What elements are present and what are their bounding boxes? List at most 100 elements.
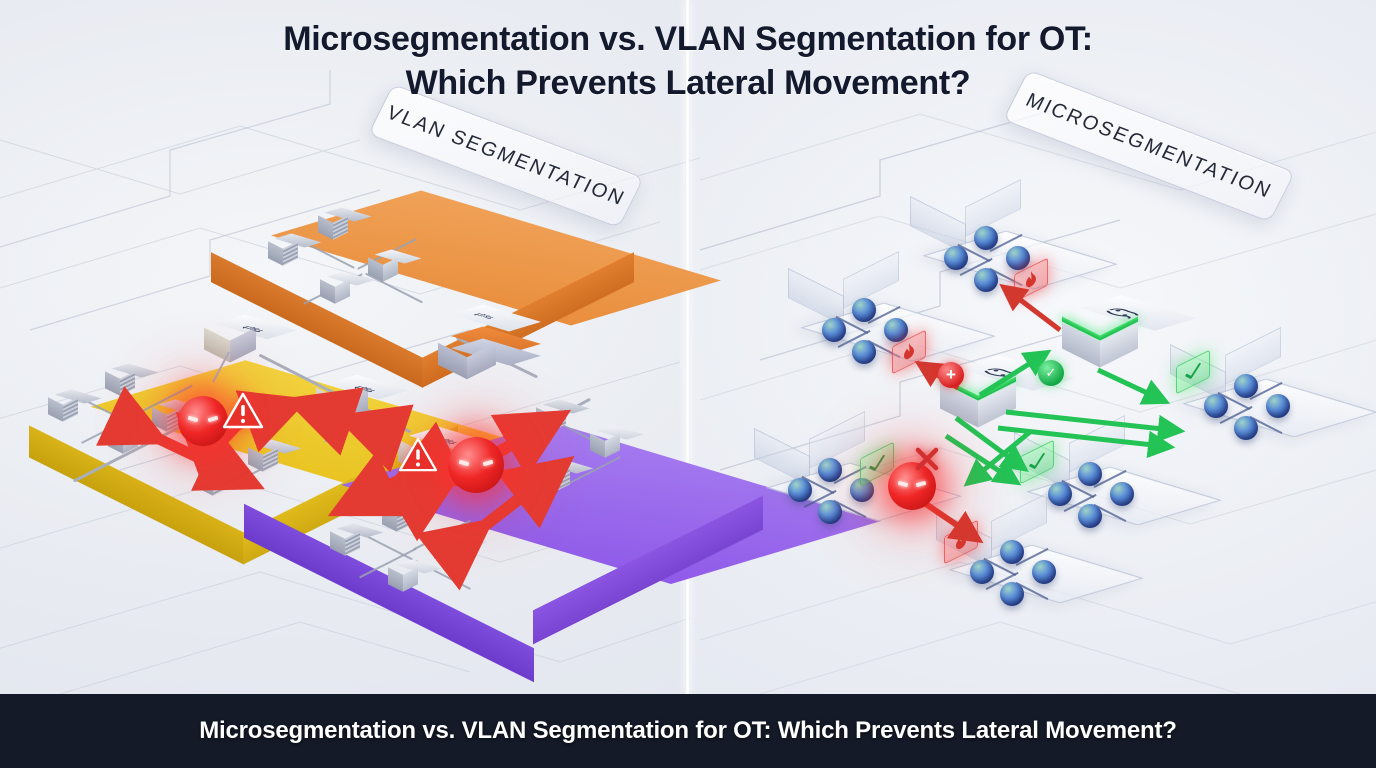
server-node[interactable] bbox=[318, 206, 372, 250]
node-right-face bbox=[397, 507, 412, 532]
pod-bottom[interactable] bbox=[934, 493, 1144, 638]
pod-node-sphere[interactable] bbox=[974, 226, 998, 250]
node-right-face bbox=[605, 433, 620, 458]
flame-icon bbox=[1026, 271, 1036, 288]
pod-node-sphere[interactable] bbox=[852, 298, 876, 322]
node-left-face bbox=[268, 241, 283, 266]
node-left-face bbox=[152, 407, 167, 432]
node-left-face bbox=[434, 541, 449, 566]
server-node[interactable] bbox=[382, 498, 436, 542]
flame-icon bbox=[956, 533, 966, 550]
warning-purple-zone bbox=[398, 437, 438, 473]
block-x-marker bbox=[914, 446, 940, 472]
pod-node-sphere[interactable] bbox=[852, 340, 876, 364]
node-left-face bbox=[536, 407, 551, 432]
server-node[interactable] bbox=[268, 232, 322, 276]
node-left-face bbox=[320, 279, 335, 304]
pod-node-sphere[interactable] bbox=[1006, 246, 1030, 270]
title-line-2: Which Prevents Lateral Movement? bbox=[405, 63, 971, 102]
threat-eye-left bbox=[897, 480, 908, 488]
server-node[interactable] bbox=[330, 522, 384, 566]
server-node[interactable] bbox=[590, 424, 644, 468]
node-left-face bbox=[368, 257, 383, 282]
node-left-face bbox=[388, 567, 403, 592]
caption-text: Microsegmentation vs. VLAN Segmentation … bbox=[199, 717, 1177, 744]
allow-check-icon bbox=[1029, 452, 1045, 469]
deny-marker[interactable]: + bbox=[938, 362, 964, 388]
node-left-face bbox=[540, 467, 555, 492]
node-left-face bbox=[198, 471, 213, 496]
pod-node-sphere[interactable] bbox=[1078, 462, 1102, 486]
pod-node-sphere[interactable] bbox=[884, 318, 908, 342]
server-node[interactable] bbox=[434, 532, 488, 576]
node-right-face bbox=[333, 215, 348, 240]
threat-eye-right bbox=[482, 459, 494, 466]
pod-node-sphere[interactable] bbox=[818, 458, 842, 482]
pod-node-sphere[interactable] bbox=[822, 318, 846, 342]
server-node[interactable] bbox=[48, 388, 102, 432]
pod-node-sphere[interactable] bbox=[1234, 374, 1258, 398]
server-node[interactable] bbox=[388, 558, 442, 602]
node-left-face bbox=[330, 531, 345, 556]
pod-node-sphere[interactable] bbox=[1204, 394, 1228, 418]
panel-divider bbox=[685, 0, 690, 694]
policy-hub-upper[interactable] bbox=[1062, 292, 1197, 388]
node-left-face bbox=[108, 429, 123, 454]
core-switch-upper[interactable]: ⇄⇆ bbox=[204, 312, 297, 383]
server-node[interactable] bbox=[248, 438, 302, 482]
server-node[interactable] bbox=[536, 398, 590, 442]
pod-node-sphere[interactable] bbox=[1234, 416, 1258, 440]
node-right-face bbox=[123, 429, 138, 454]
caption-bar: Microsegmentation vs. VLAN Segmentation … bbox=[0, 694, 1376, 768]
node-right-face bbox=[449, 541, 464, 566]
node-right-face bbox=[335, 279, 350, 304]
threat-eye-left bbox=[187, 415, 199, 423]
pod-node-sphere[interactable] bbox=[970, 560, 994, 584]
pod-node-sphere[interactable] bbox=[1032, 560, 1056, 584]
title-line-1: Microsegmentation vs. VLAN Segmentation … bbox=[283, 20, 1093, 58]
pod-node-sphere[interactable] bbox=[1048, 482, 1072, 506]
pod-node-sphere[interactable] bbox=[788, 478, 812, 502]
pod-node-sphere[interactable] bbox=[1000, 582, 1024, 606]
threat-eye-left bbox=[458, 459, 470, 466]
node-right-face bbox=[551, 407, 566, 432]
server-node[interactable] bbox=[198, 462, 252, 506]
node-right-face bbox=[403, 567, 418, 592]
page-title: Microsegmentation vs. VLAN Segmentation … bbox=[0, 18, 1376, 105]
node-left-face bbox=[590, 433, 605, 458]
node-right-face bbox=[345, 531, 360, 556]
server-node[interactable] bbox=[108, 420, 162, 464]
node-left-face bbox=[382, 507, 397, 532]
pod-node-sphere[interactable] bbox=[1266, 394, 1290, 418]
node-left-face bbox=[318, 215, 333, 240]
threat-orb-yellow-zone[interactable] bbox=[178, 396, 228, 446]
node-right-face bbox=[213, 471, 228, 496]
pod-mid-right[interactable] bbox=[1168, 327, 1376, 472]
server-node[interactable] bbox=[540, 458, 594, 502]
node-right-face bbox=[283, 241, 298, 266]
server-node[interactable] bbox=[320, 270, 374, 314]
pod-node-sphere[interactable] bbox=[974, 268, 998, 292]
node-right-face bbox=[63, 397, 78, 422]
server-node[interactable] bbox=[105, 362, 159, 406]
node-right-face bbox=[263, 447, 278, 472]
pod-node-sphere[interactable] bbox=[1000, 540, 1024, 564]
warning-yellow-zone bbox=[222, 392, 264, 430]
stacked-switch[interactable]: ⇄⇆ bbox=[438, 302, 541, 382]
pod-node-sphere[interactable] bbox=[944, 246, 968, 270]
allow-marker[interactable]: ✓ bbox=[1038, 360, 1064, 386]
node-right-face bbox=[120, 371, 135, 396]
node-right-face bbox=[555, 467, 570, 492]
core-switch-middle[interactable]: ⇄⇆ bbox=[316, 372, 409, 443]
node-right-face bbox=[383, 257, 398, 282]
pod-node-sphere[interactable] bbox=[1110, 482, 1134, 506]
pod-upper-left[interactable] bbox=[786, 251, 996, 396]
node-left-face bbox=[105, 371, 120, 396]
server-node[interactable] bbox=[368, 248, 422, 292]
threat-orb-purple-zone[interactable] bbox=[448, 437, 504, 493]
pod-node-sphere[interactable] bbox=[818, 500, 842, 524]
flame-icon bbox=[904, 343, 914, 360]
threat-eye-right bbox=[207, 415, 219, 423]
allow-check-icon bbox=[1185, 362, 1201, 379]
